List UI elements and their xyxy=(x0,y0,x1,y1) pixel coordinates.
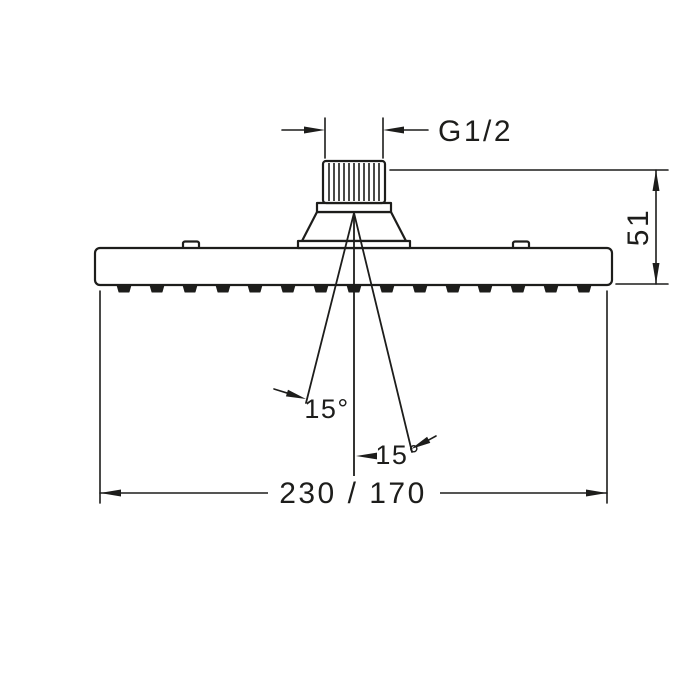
spray-line-right xyxy=(353,212,413,453)
spray-angle-annotations: 15° 15° xyxy=(273,388,437,470)
arrowhead-thread-left xyxy=(304,126,325,134)
arrowhead-angle-center xyxy=(356,452,377,460)
connector-height-label: 51 xyxy=(622,208,655,246)
arrowhead-width-right xyxy=(586,489,607,497)
spray-line-left xyxy=(305,212,355,404)
arrowhead-angle-right xyxy=(411,436,431,449)
arrowhead-width-left xyxy=(100,489,121,497)
nut-knurling xyxy=(328,163,380,201)
arrowhead-height-top xyxy=(652,170,660,191)
arrowhead-height-bottom xyxy=(652,263,660,284)
dimension-thread: G1/2 xyxy=(281,115,513,159)
connector-collar xyxy=(315,201,393,214)
width-label-background xyxy=(268,476,440,510)
dimension-height: 51 xyxy=(389,169,669,285)
arrowhead-angle-left xyxy=(285,389,306,399)
spray-angle-lines xyxy=(305,212,413,482)
spray-angle-right-label: 15° xyxy=(375,440,420,470)
leader-line-angle-left xyxy=(273,388,289,395)
thread-size-label: G1/2 xyxy=(438,115,513,148)
spray-angle-left-label: 15° xyxy=(304,394,349,424)
head-width-label: 230 / 170 xyxy=(279,477,427,510)
arrowhead-thread-right xyxy=(383,126,404,134)
leader-line-angle-right xyxy=(428,435,437,441)
dimension-width: 230 / 170 xyxy=(99,290,608,510)
